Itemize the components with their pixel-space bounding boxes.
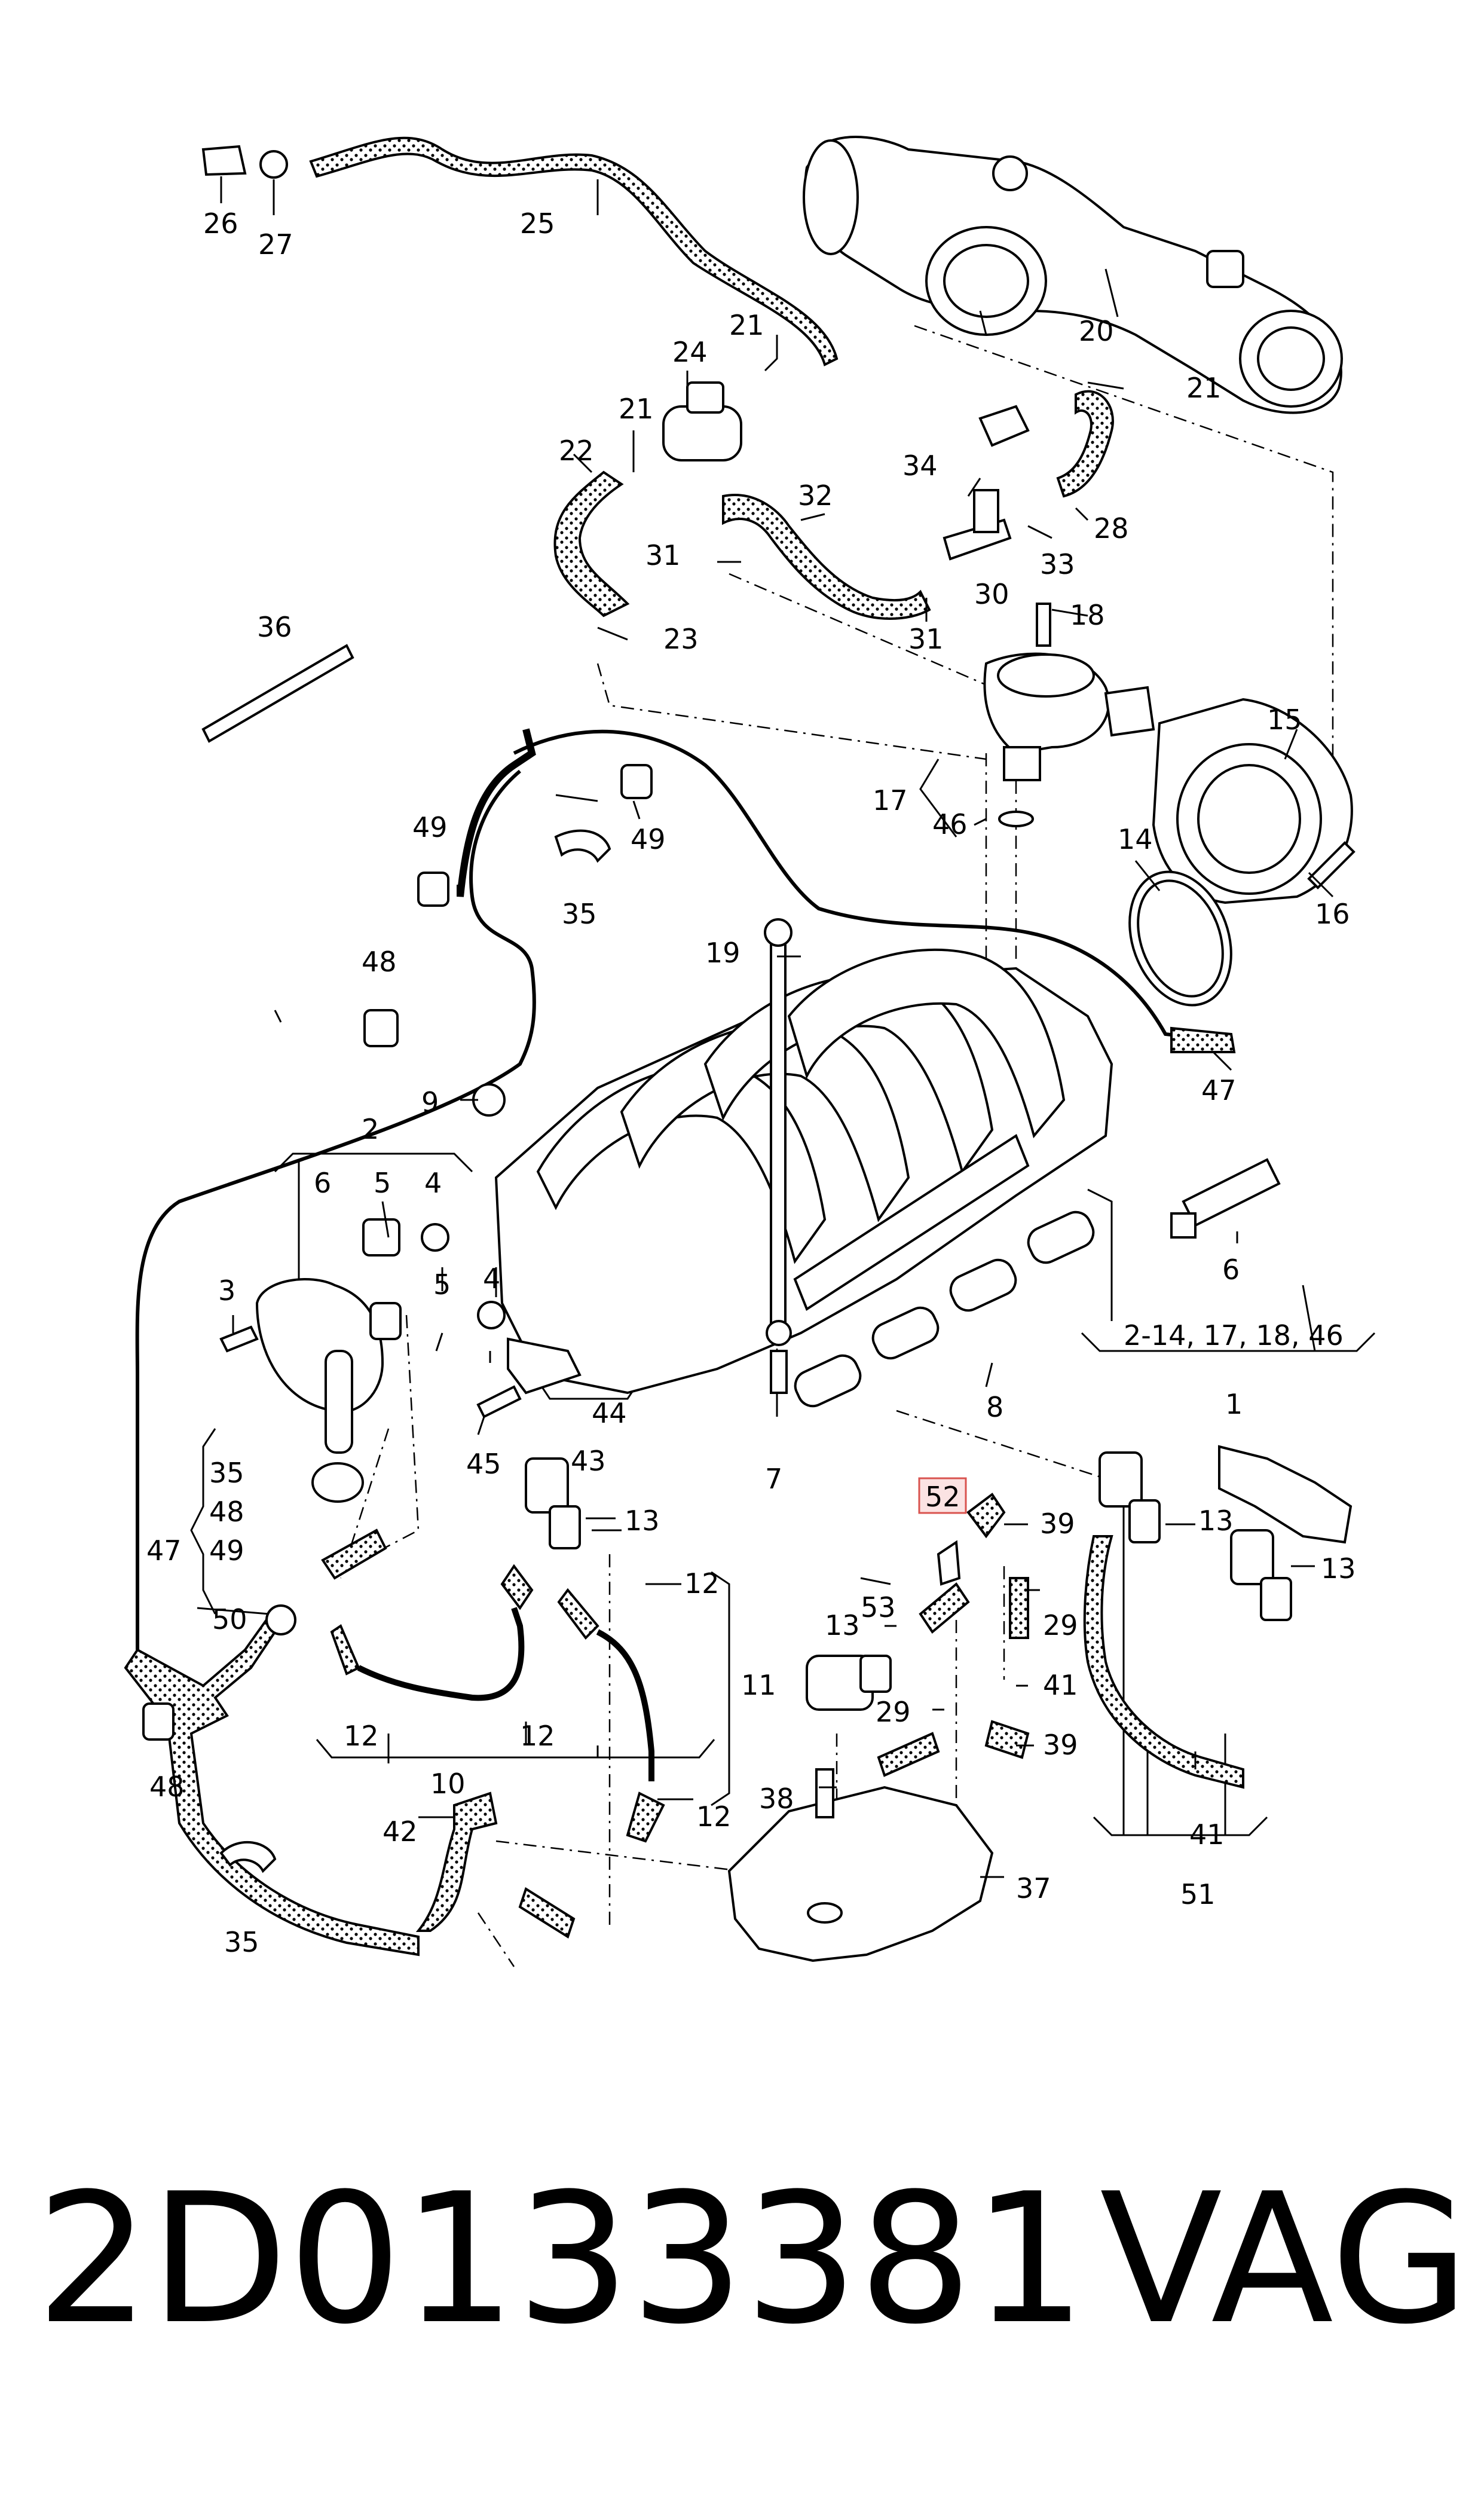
callout-38: 38 [759,1783,794,1815]
air-intake-tube [803,136,1343,414]
callout-1: 1 [1225,1388,1243,1420]
callout-49: 49 [412,811,448,843]
callout-21: 21 [619,393,654,425]
callout-35: 35 [562,898,597,930]
callout-28: 28 [1094,512,1129,545]
callout-4: 4 [483,1262,500,1295]
callout-53: 53 [861,1591,896,1624]
callout-51: 51 [1180,1878,1216,1910]
callout-21: 21 [1186,372,1222,404]
callout-2: 2 [362,1113,379,1145]
callout-17: 17 [873,784,908,817]
brand-name: VAG [1100,2155,1470,2364]
callout-45: 45 [466,1448,501,1480]
callout-48: 48 [362,946,397,978]
callout-41: 41 [1043,1669,1078,1701]
callout-49: 49 [209,1534,244,1567]
callout-9: 9 [421,1086,439,1118]
callout-18: 18 [1070,599,1105,631]
callout-7: 7 [765,1463,782,1495]
callout-12: 12 [344,1720,379,1752]
exploded-parts-diagram: 26 27 25 21 24 21 22 23 31 32 31 34 30 3… [124,136,1376,1967]
callout-44: 44 [592,1397,627,1429]
callout-48: 48 [149,1771,185,1803]
callout-6: 6 [314,1167,331,1199]
callout-22: 22 [559,435,594,467]
callout-47: 47 [146,1534,182,1567]
part-caption: 2D0133381 VAG [24,2152,1469,2367]
callout-5: 5 [433,1268,451,1301]
callout-11: 11 [741,1669,776,1701]
callout-32: 32 [798,479,833,512]
callout-24: 24 [672,336,708,368]
throttle-body [1128,698,1356,1007]
callout-52-highlight [918,1477,967,1514]
callout-12: 12 [696,1800,732,1833]
callout-range-2-14: 2-14, 17, 18, 46 [1124,1319,1344,1352]
callout-16: 16 [1315,898,1350,930]
callout-10: 10 [430,1768,466,1800]
callout-34: 34 [902,450,938,482]
vacuum-pipe [135,644,1236,1650]
callout-26: 26 [203,207,238,240]
callout-37: 37 [1016,1872,1051,1904]
callout-8: 8 [986,1391,1003,1423]
leader-lines [197,176,1334,1878]
callout-12: 12 [684,1567,720,1600]
callout-36: 36 [257,611,292,643]
bracket-lines [190,759,1376,1836]
callout-23: 23 [663,623,699,655]
callout-35: 35 [209,1457,244,1489]
pressure-regulator [983,603,1155,827]
callout-25: 25 [520,207,555,240]
callout-39: 39 [1040,1508,1075,1540]
callout-42: 42 [383,1815,418,1848]
callout-13: 13 [625,1505,660,1537]
callout-49: 49 [631,823,666,855]
callout-14: 14 [1118,823,1153,855]
callout-29: 29 [876,1696,911,1728]
left-actuators [219,1218,582,1503]
callout-20: 20 [1079,315,1114,347]
callout-3: 3 [218,1274,235,1307]
callout-30: 30 [974,578,1009,610]
intake-manifold [472,918,1281,1408]
part-number: 2D0133381 [36,2155,1087,2364]
callout-31: 31 [645,539,681,571]
callout-21: 21 [729,309,764,341]
callout-46: 46 [932,808,968,840]
callout-27: 27 [258,228,293,261]
callout-13: 13 [1198,1505,1234,1537]
callout-6: 6 [1222,1254,1240,1286]
callout-13: 13 [825,1609,860,1641]
callout-48: 48 [209,1496,244,1528]
callout-19: 19 [705,937,741,969]
callout-50: 50 [212,1603,247,1635]
callout-43: 43 [571,1445,606,1477]
callout-52: 52 [925,1481,960,1513]
callout-12: 12 [520,1720,555,1752]
callout-4: 4 [424,1167,442,1199]
callout-33: 33 [1040,548,1075,580]
callout-labels: 26 27 25 21 24 21 22 23 31 32 31 34 30 3… [146,207,1356,1958]
callout-29: 29 [1043,1609,1078,1641]
callout-39: 39 [1043,1729,1078,1761]
callout-41: 41 [1189,1818,1225,1851]
callout-5: 5 [374,1167,391,1199]
callout-13: 13 [1321,1552,1356,1585]
callout-31: 31 [908,623,944,655]
top-hoses [201,136,1114,620]
callout-47: 47 [1201,1074,1237,1106]
callout-15: 15 [1267,704,1302,736]
lower-hoses [124,1445,1353,1962]
callout-35: 35 [224,1926,259,1958]
